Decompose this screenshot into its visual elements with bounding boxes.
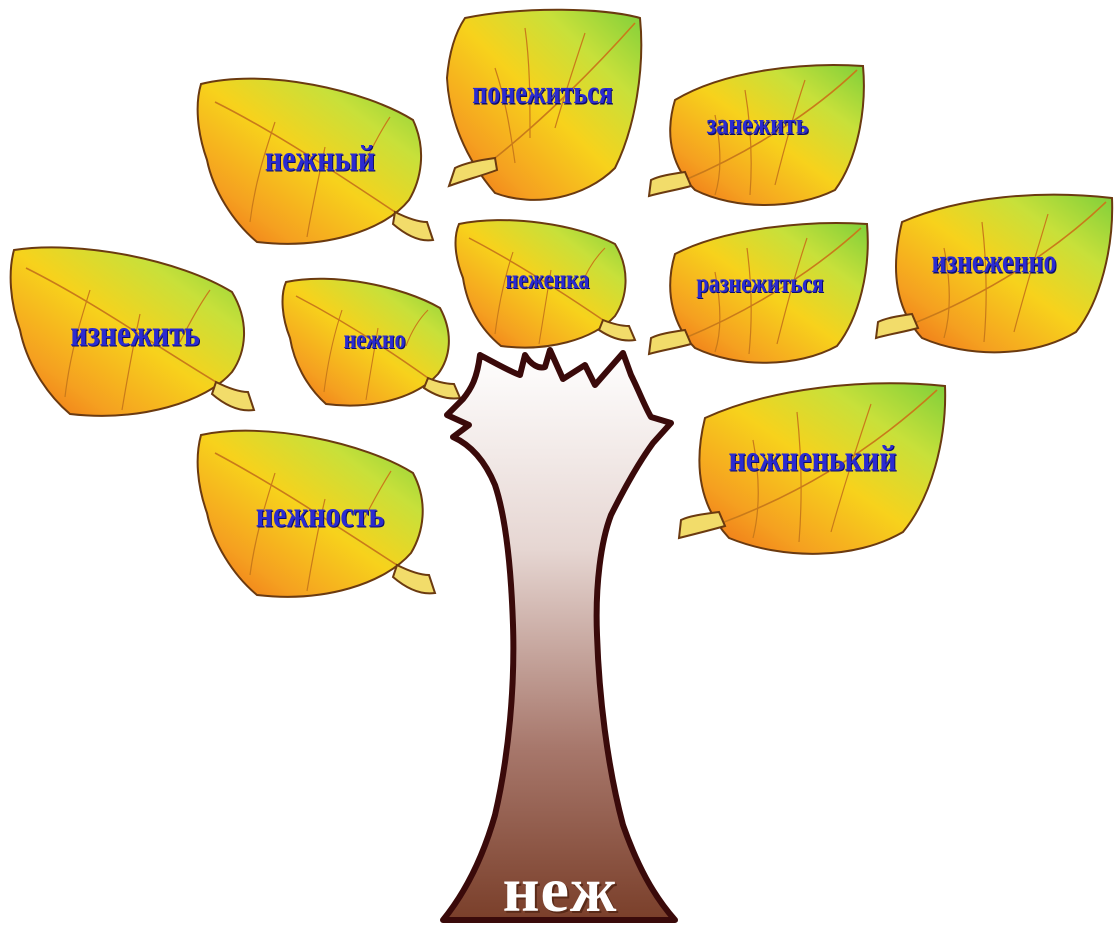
leaf-raznezhitsya: разнежиться: [645, 218, 875, 373]
leaf-nezhny: нежный: [195, 72, 445, 257]
tree-trunk: [440, 347, 678, 923]
leaf-nezhnost: нежность: [195, 425, 445, 610]
leaf-word: понежиться: [472, 74, 613, 111]
leaf-shape: [281, 277, 462, 407]
leaf-shape: [445, 8, 643, 201]
leaf-word: нежно: [343, 322, 406, 354]
root-label: неж: [502, 854, 618, 925]
leaf-shape: [677, 382, 947, 555]
leaf-word: нежный: [264, 137, 376, 179]
leaf-shape: [196, 77, 435, 245]
leaf-word: занежить: [706, 108, 809, 142]
leaf-zanezhit: занежить: [645, 60, 870, 215]
leaf-word: изнежить: [70, 312, 200, 354]
leaf-shape: [647, 64, 865, 206]
leaf-word: изнеженно: [931, 243, 1057, 280]
leaf-word: нежность: [255, 493, 385, 535]
leaf-nezhenka: неженка: [454, 214, 640, 354]
leaf-shape: [874, 193, 1114, 354]
leaf-word: неженка: [505, 262, 590, 294]
leaf-shape: [196, 429, 437, 598]
leaf-word: разнежиться: [696, 266, 824, 298]
leaf-ponezhitsya: понежиться: [435, 8, 650, 208]
leaf-shape: [647, 222, 869, 364]
leaf-iznezhenno: изнеженно: [872, 192, 1116, 362]
leaf-shape: [454, 219, 637, 349]
leaf-shape: [9, 246, 256, 417]
leaf-nezhno: нежно: [281, 274, 467, 414]
leaf-word: нежненький: [728, 437, 897, 479]
leaf-nezhnenky: нежненький: [675, 380, 950, 565]
leaf-izn_zhit: изнежить: [9, 242, 260, 427]
